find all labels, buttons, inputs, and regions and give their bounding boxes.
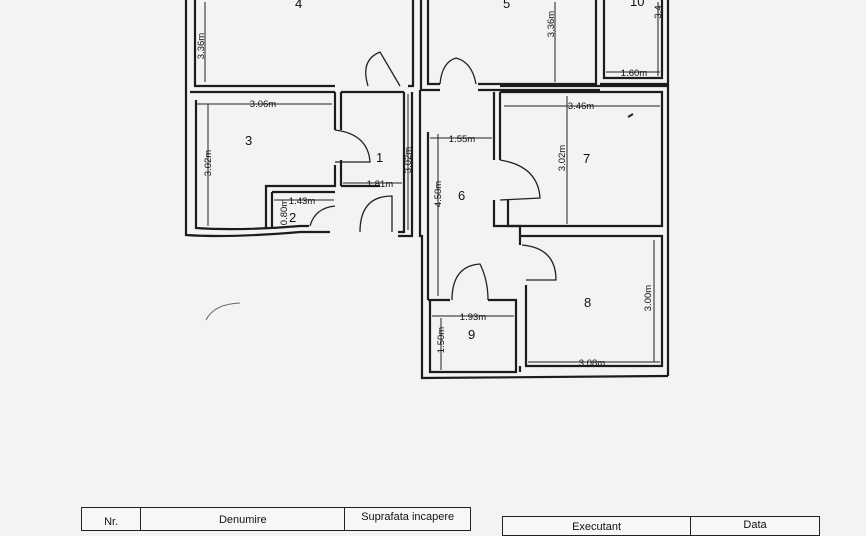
wall-room7-outer xyxy=(500,84,670,376)
dim-label-room6-w: 1.55m xyxy=(449,134,475,145)
wall-left-outer xyxy=(184,0,330,238)
wall-room9 xyxy=(428,298,518,374)
wall-room8 xyxy=(518,234,664,368)
legend-header-nr: Nr. xyxy=(80,507,142,531)
dim-label-room1-h: 3.02m xyxy=(403,147,414,173)
wall-room7 xyxy=(498,90,664,228)
dim-label-room8-h: 3.00m xyxy=(643,285,654,311)
room-label-5: 5 xyxy=(503,0,510,11)
wall-room5-bottom xyxy=(478,0,600,92)
room-label-7: 7 xyxy=(583,151,590,166)
door-room8 xyxy=(521,244,557,281)
dim-label-room9-w: 1.93m xyxy=(460,312,486,323)
door-room3 xyxy=(334,129,371,163)
dim-label-room8-w: 3.08m xyxy=(579,358,605,369)
room-label-4: 4 xyxy=(295,0,302,11)
plan-mark xyxy=(627,113,634,118)
dim-label-room9-h: 1.50m xyxy=(436,327,447,353)
door-room1-bottom xyxy=(359,195,393,233)
dim-label-room6-h: 4.50m xyxy=(433,181,444,207)
wall-room4-right xyxy=(408,0,415,88)
dim-label-room3-w: 3.06m xyxy=(250,99,276,110)
dim-label-room10-w: 1.60m xyxy=(621,68,647,79)
door-room9 xyxy=(451,263,489,301)
room-label-10: 10 xyxy=(630,0,644,9)
room-legend-table: Nr. Denumire Suprafata incapere xyxy=(80,507,471,531)
dim-label-room7-w: 3.46m xyxy=(568,101,594,112)
wall-room3-inner xyxy=(194,100,309,231)
room-label-1: 1 xyxy=(376,150,383,165)
room-label-9: 9 xyxy=(468,327,475,342)
sketch-arc xyxy=(205,302,241,321)
room-label-8: 8 xyxy=(584,295,591,310)
room-label-6: 6 xyxy=(458,188,465,203)
wall-room3-right xyxy=(264,92,337,228)
dim-label-room10-h: 3.4 xyxy=(653,5,664,18)
wall-room2 xyxy=(270,190,335,228)
room-label-2: 2 xyxy=(289,210,296,225)
dim-label-room4-h: 3.36m xyxy=(196,33,207,59)
legend-header-suprafata: Suprafata incapere xyxy=(344,507,471,531)
dim-label-room2-h: 0.80m xyxy=(279,199,290,225)
wall-bottom-outer xyxy=(420,292,669,380)
legend-header-denumire: Denumire xyxy=(140,507,346,531)
signoff-header-executant: Executant xyxy=(501,516,692,536)
room-label-3: 3 xyxy=(245,133,252,148)
dim-label-room7-h: 3.02m xyxy=(557,145,568,171)
door-room5 xyxy=(439,57,477,85)
dim-label-room5-h: 3.36m xyxy=(546,11,557,37)
signoff-header-data: Data xyxy=(690,516,820,536)
wall-room5-left xyxy=(419,0,440,92)
door-room4 xyxy=(365,51,401,87)
wall-room10 xyxy=(600,0,670,86)
wall-room4-inner xyxy=(193,0,335,88)
wall-room1-right xyxy=(398,92,414,238)
wall-room1-top xyxy=(341,90,406,234)
dim-label-room3-h: 3.02m xyxy=(203,150,214,176)
wall-room6-left xyxy=(418,90,430,300)
dim-label-room2-w: 1.43m xyxy=(289,196,315,207)
door-room7 xyxy=(499,159,541,201)
door-room2 xyxy=(309,205,336,227)
dim-label-room1-w: 1.81m xyxy=(367,179,393,190)
signoff-table: Executant Data xyxy=(501,516,820,536)
